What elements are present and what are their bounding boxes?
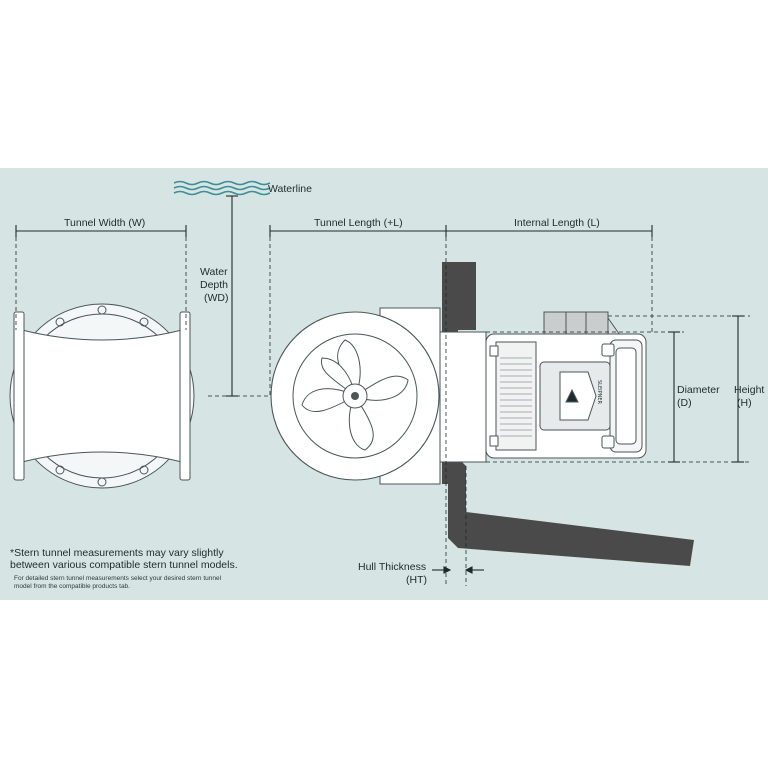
tunnel-side-view — [9, 303, 195, 489]
internal-length-label: Internal Length (L) — [514, 217, 600, 229]
waterline-waves-icon — [173, 180, 271, 196]
detail-note: For detailed stern tunnel measurements s… — [14, 575, 221, 591]
waterline-label: Waterline — [268, 183, 312, 195]
height-label-line2: (H) — [737, 397, 752, 409]
tunnel-length-label: Tunnel Length (+L) — [314, 217, 403, 229]
measurement-note-line2: between various compatible stern tunnel … — [10, 559, 238, 571]
hull-thickness-dimension — [432, 466, 484, 586]
measurement-note-line1: *Stern tunnel measurements may vary slig… — [10, 547, 224, 559]
hull-thickness-label-line1: Hull Thickness — [358, 561, 427, 573]
detail-note-line1: For detailed stern tunnel measurements s… — [14, 575, 222, 582]
water-depth-label-line1: Water — [200, 266, 228, 278]
diameter-label-line2: (D) — [677, 397, 692, 409]
tunnel-width-label: Tunnel Width (W) — [64, 217, 146, 229]
height-dimension — [608, 315, 750, 463]
diameter-dimension — [486, 331, 750, 463]
measurement-note: *Stern tunnel measurements may vary slig… — [10, 547, 238, 571]
water-depth-label-line2: Depth — [200, 279, 229, 291]
diameter-label-line1: Diameter — [677, 384, 720, 396]
water-depth-label-line3: (WD) — [204, 292, 229, 304]
hull-thickness-label-line2: (HT) — [406, 574, 427, 586]
detail-note-line2: model from the compatible products tab. — [14, 583, 130, 590]
tunnel-width-dimension — [15, 225, 187, 330]
height-label-line1: Height — [734, 384, 765, 396]
propeller — [270, 311, 440, 481]
motor-brand-label: SLEIPNER — [596, 380, 602, 405]
thruster-motor — [485, 311, 647, 459]
hull-section — [442, 262, 694, 566]
